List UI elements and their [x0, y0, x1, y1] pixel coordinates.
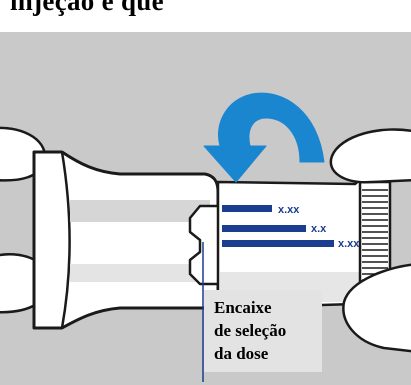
- dose-mark-bar-1: [222, 205, 272, 212]
- dose-mark-label-1: x.xx: [278, 204, 300, 216]
- callout-line-2: de seleção: [214, 321, 287, 340]
- pen-illustration: x.xx x.x x.xx: [0, 92, 411, 382]
- dose-mark-bar-3: [222, 240, 334, 247]
- right-hand: [329, 128, 411, 353]
- header-title: injeção e que: [10, 0, 164, 16]
- pen-body-shade-lower: [70, 264, 210, 282]
- pen-body: [32, 150, 220, 330]
- dose-selector-callout: Encaixe de seleção da dose: [204, 290, 322, 372]
- curved-arrow-icon: [203, 92, 325, 183]
- dose-mark-label-2: x.x: [311, 223, 327, 235]
- dose-mark-label-3: x.xx: [338, 238, 360, 250]
- callout-line-3: da dose: [214, 344, 269, 363]
- pen-body-shade: [70, 200, 210, 222]
- pen-collar-line: [60, 151, 71, 329]
- callout-text: Encaixe de seleção da dose: [214, 296, 286, 365]
- callout-line-1: Encaixe: [214, 298, 272, 317]
- dose-mark-bar-2: [222, 225, 306, 232]
- dose-slot-notch: [188, 204, 218, 286]
- header-strip: injeção e que: [0, 0, 411, 32]
- illustration-panel: x.xx x.x x.xx Encaixe de seleção da dose: [0, 32, 411, 385]
